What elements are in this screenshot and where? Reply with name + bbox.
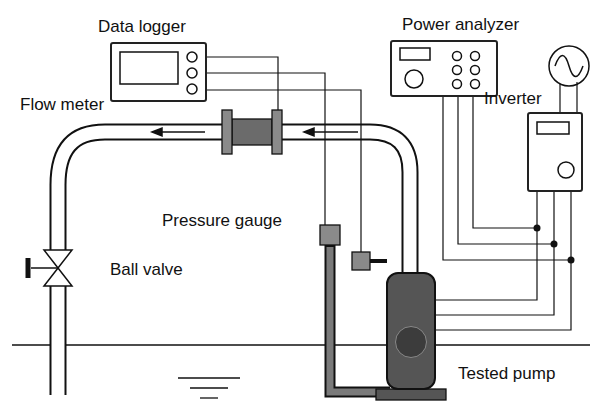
junction-dot (568, 257, 575, 264)
ball-valve-symbol (28, 250, 72, 286)
pressure-gauge-symbol (320, 225, 340, 245)
pipe-bore (52, 282, 65, 397)
device-label: Data logger (98, 17, 186, 37)
pump-body: Tested pump (386, 272, 436, 390)
gauge-tap (370, 259, 387, 263)
power-wire (443, 97, 571, 260)
ac-source-symbol (549, 46, 589, 86)
power-wire (436, 192, 571, 330)
part-label: Flow meter (18, 95, 106, 115)
part-label: Ball valve (108, 260, 185, 280)
part-label: Pressure gauge (160, 211, 284, 231)
logger-screen (120, 52, 178, 84)
analyzer-knob (405, 70, 423, 88)
pipe-bore (58, 132, 410, 280)
logger-knob (187, 52, 197, 94)
analyzer-display (400, 48, 430, 60)
device-label: Tested pump (458, 364, 555, 384)
inverter-box: Inverter (527, 112, 583, 192)
data-logger-box: Data logger (110, 42, 207, 102)
junction-dot (551, 241, 558, 248)
power-analyzer-box: Power analyzer (390, 40, 498, 97)
pump-base (376, 389, 446, 400)
junction-dot (534, 225, 541, 232)
device-label: Inverter (484, 89, 542, 109)
device-label: Power analyzer (402, 15, 519, 35)
analyzer-button (453, 52, 480, 89)
suction-pipe (330, 247, 390, 392)
flow-meter-symbol (222, 110, 282, 154)
supply-wire (560, 82, 577, 112)
inverter-knob (558, 162, 574, 178)
sine-wave (555, 56, 583, 77)
water-surface (12, 344, 590, 345)
pressure-gauge-symbol (352, 252, 370, 270)
water-symbol (178, 378, 240, 398)
pipe-outline (58, 132, 410, 278)
inverter-display (537, 122, 569, 134)
pump-rotor (395, 326, 427, 358)
suction-pipe (330, 245, 390, 392)
